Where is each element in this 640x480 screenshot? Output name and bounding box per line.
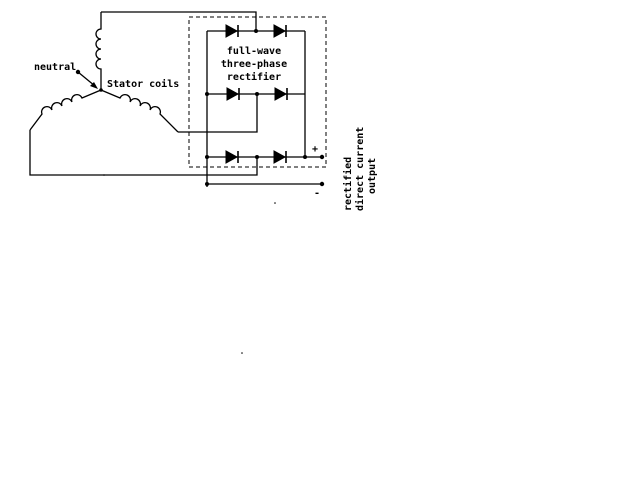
rectifier-label: rectifier	[227, 71, 281, 83]
minus-sign: -	[314, 188, 320, 199]
rectifier-label: three-phase	[221, 59, 287, 70]
rectifier-enclosure	[188, 16, 327, 168]
output-label-line: output	[367, 158, 378, 194]
negative-terminal	[319, 181, 325, 187]
rectifier-label: full-wave	[227, 46, 281, 57]
plus-sign: +	[312, 144, 318, 155]
phase-wires	[29, 11, 258, 176]
stator-coils-label: Stator coils	[107, 78, 179, 90]
positive-terminal	[319, 154, 325, 160]
neutral-point	[99, 88, 103, 92]
diode	[274, 87, 288, 101]
phase-c-wire	[29, 130, 258, 176]
diode	[273, 150, 287, 164]
diode	[226, 87, 240, 101]
diode	[273, 24, 287, 38]
neutral-label: neutral	[34, 62, 76, 73]
dc-output	[207, 154, 325, 187]
speck	[241, 352, 243, 354]
top-stator-coil	[95, 12, 102, 90]
diode	[225, 150, 239, 164]
left-stator-coil	[29, 89, 102, 131]
output-label-line: rectified	[342, 157, 354, 211]
diode	[225, 24, 239, 38]
speck	[103, 174, 105, 176]
neutral-pointer	[75, 69, 98, 89]
speck	[274, 202, 276, 204]
junction-dots	[205, 29, 307, 186]
output-label: output	[367, 158, 378, 194]
output-label-line: direct current	[354, 127, 366, 211]
output-label: rectified	[342, 157, 354, 211]
phase-a-wire	[101, 11, 257, 31]
phase-b-wire	[178, 94, 258, 133]
output-label: direct current	[354, 127, 366, 211]
stator-coils	[29, 12, 179, 133]
right-stator-coil	[100, 89, 179, 133]
